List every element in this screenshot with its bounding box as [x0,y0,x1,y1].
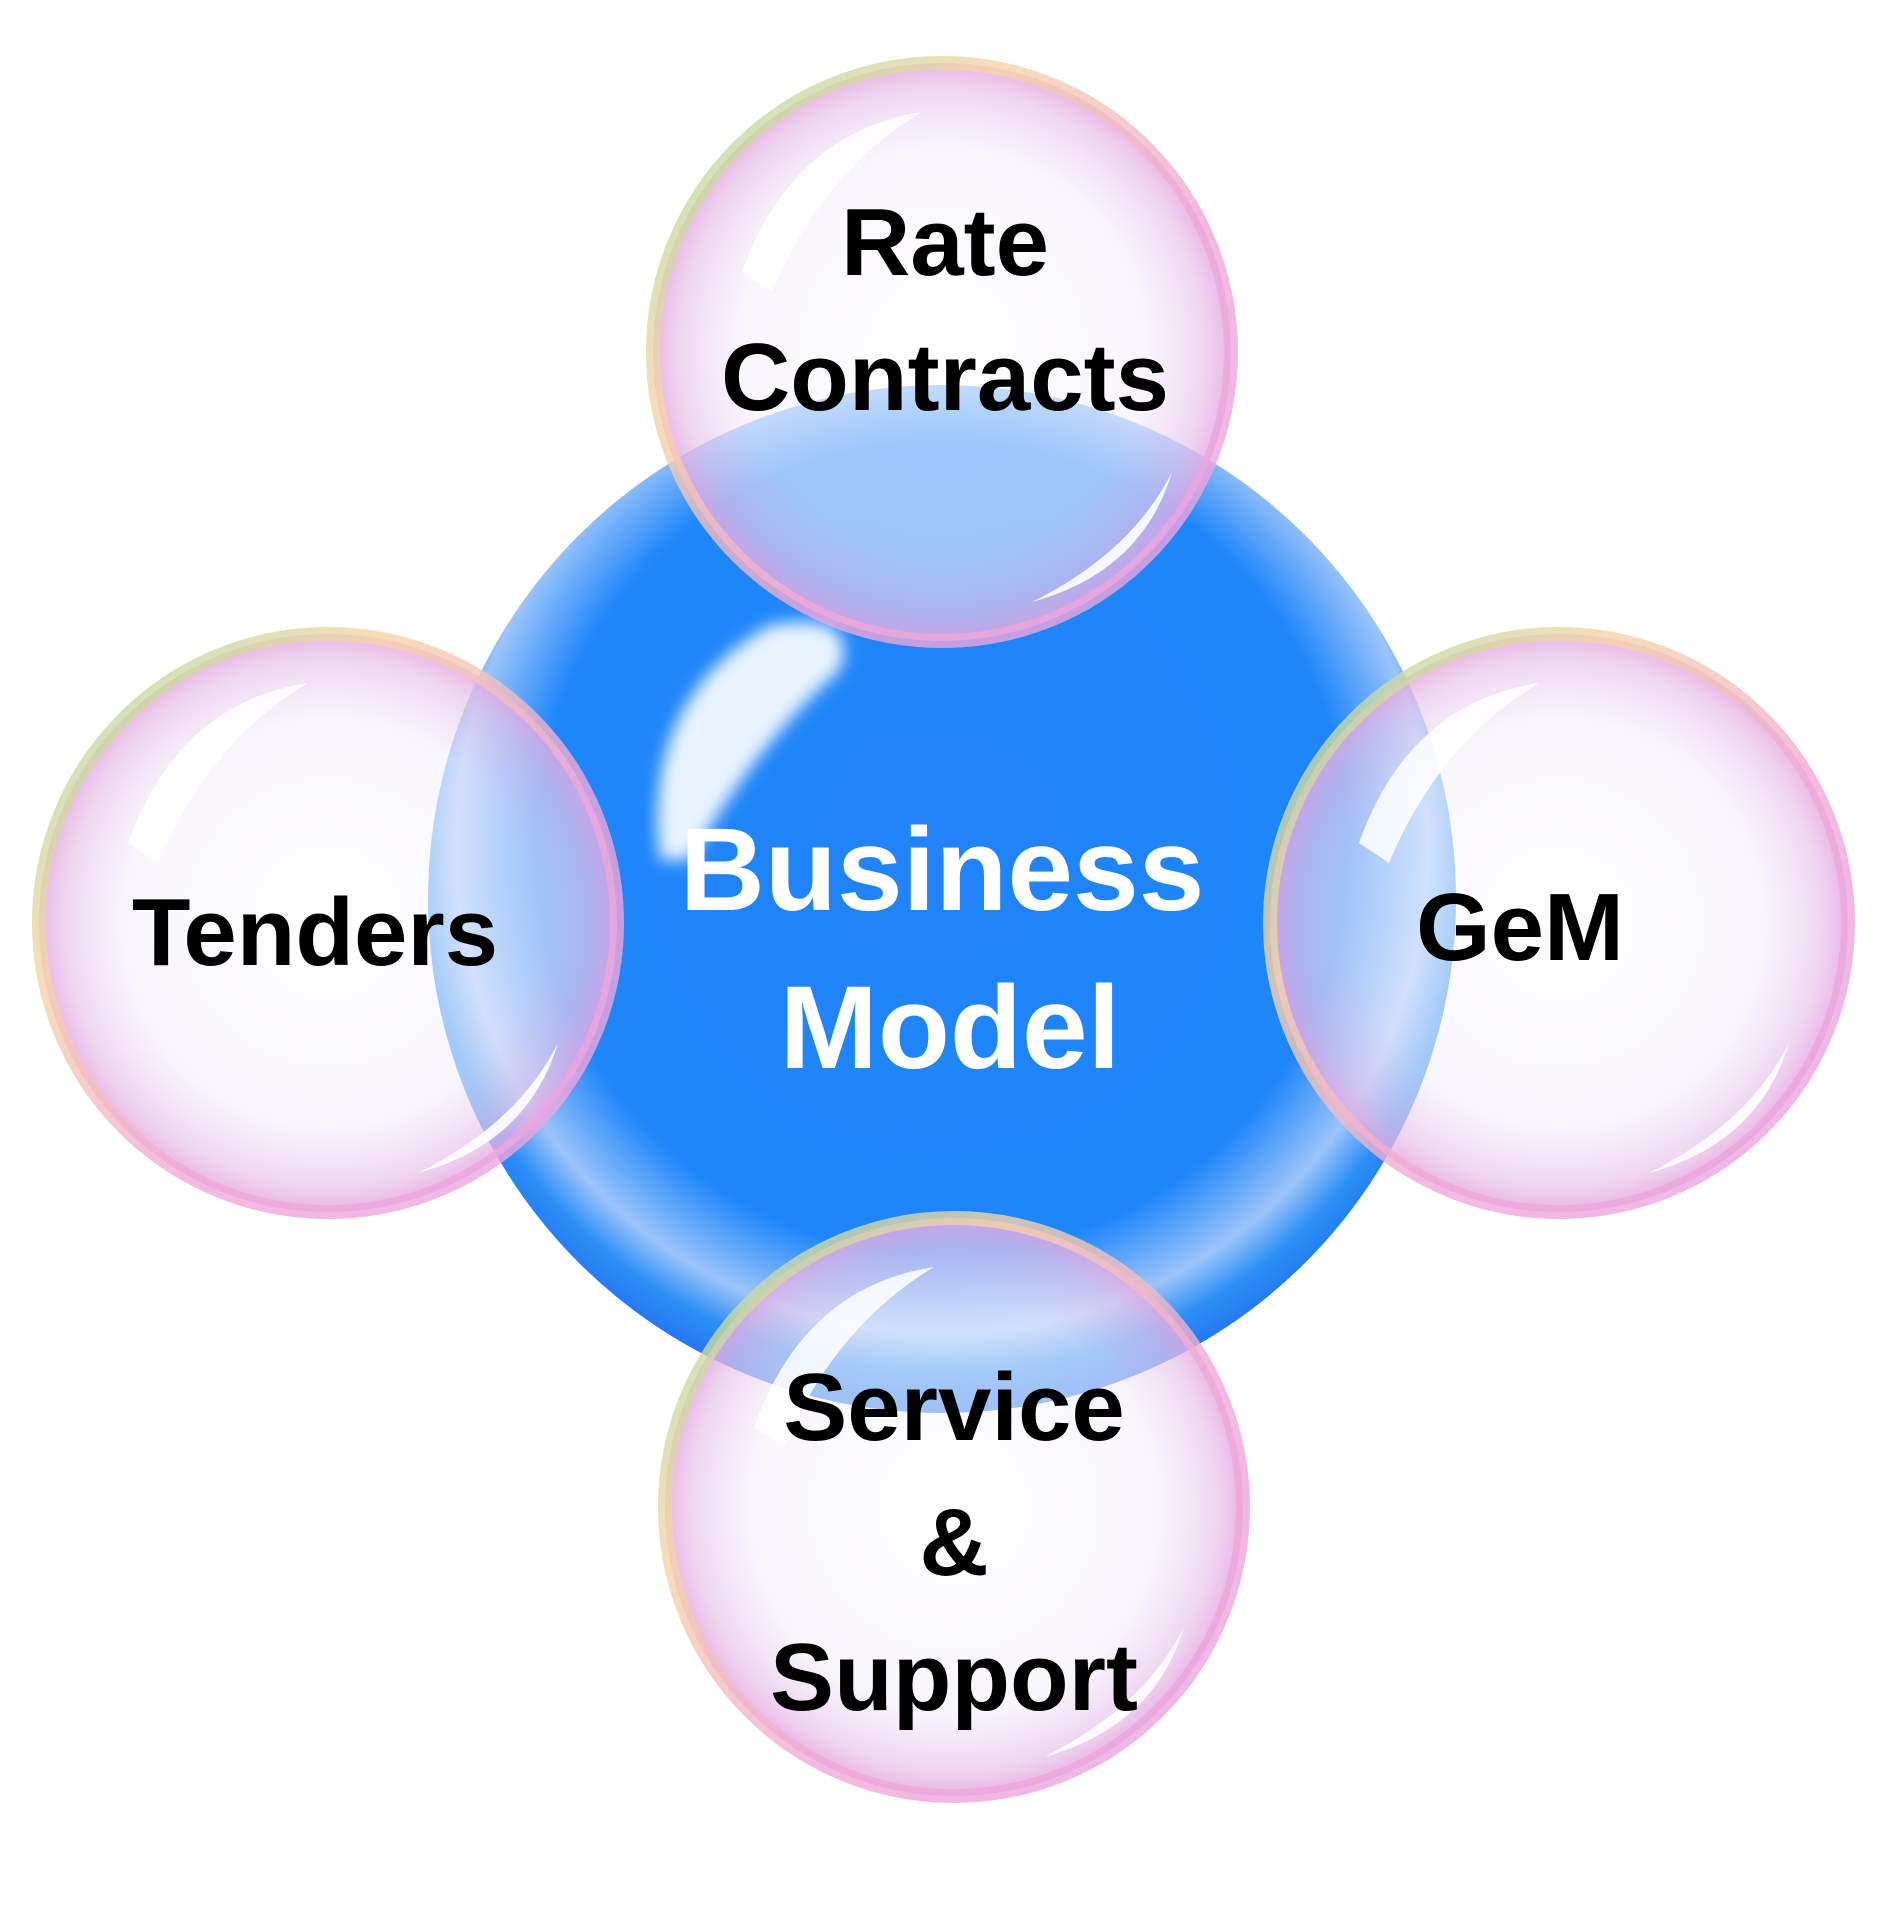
bubble-tenders: Tenders [39,634,617,1212]
bubble-label-line2: & [919,1489,988,1596]
bubble-label-line3: Support [770,1624,1138,1731]
bubble-gem: GeM [1270,634,1848,1212]
bubble-label: GeM [1416,874,1624,981]
bubble-label: Tenders [132,879,498,986]
center-label-line1: Business [680,804,1205,936]
center-label-line2: Model [780,962,1121,1094]
bubble-rate-contracts: Rate Contracts [653,63,1231,641]
bubble-label-line2: Contracts [721,324,1169,431]
bubble-label-line1: Rate [841,189,1049,296]
center-circle: Business Model [428,385,1456,1413]
bubble-service-support: Service & Support [665,1218,1243,1796]
bubble-label-line1: Service [783,1354,1125,1461]
